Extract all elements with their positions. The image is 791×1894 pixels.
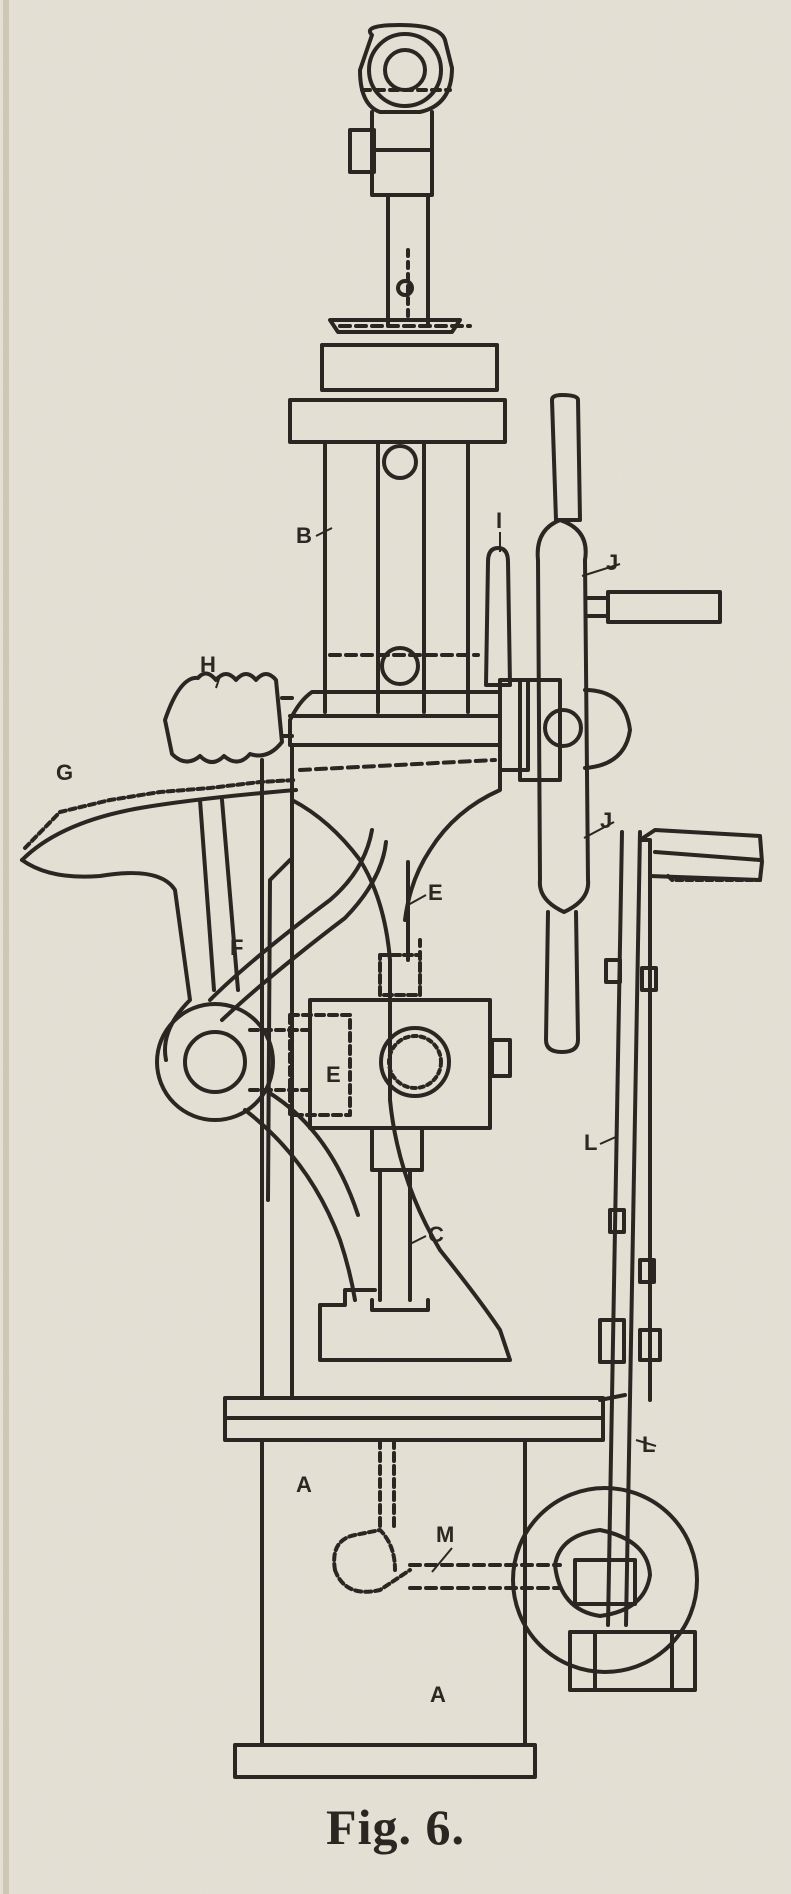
- label-a-lower: A: [430, 1682, 446, 1707]
- label-m: M: [436, 1522, 454, 1547]
- column-body: [260, 758, 512, 1397]
- figure-caption: Fig. 6.: [326, 1799, 465, 1855]
- worm-h: [163, 671, 294, 764]
- lever-f: [155, 828, 388, 1302]
- base: [223, 1396, 605, 1779]
- label-h: H: [200, 652, 216, 677]
- label-g: G: [56, 760, 73, 785]
- leader-lines: [215, 527, 657, 1573]
- drawing-lines: [20, 23, 764, 1779]
- label-e-lower: E: [326, 1062, 341, 1087]
- label-b: B: [296, 523, 312, 548]
- label-c: C: [428, 1222, 444, 1247]
- cam-disc: [511, 1486, 699, 1692]
- label-e-upper: E: [428, 880, 443, 905]
- label-i: I: [496, 508, 502, 533]
- label-a-upper: A: [296, 1472, 312, 1497]
- label-j-upper: J: [606, 550, 618, 575]
- handwheel-j: [518, 393, 722, 1054]
- rod-c: [370, 1168, 430, 1312]
- block-e: [248, 998, 512, 1172]
- label-f: F: [230, 935, 243, 960]
- rod-l: [598, 828, 764, 1627]
- label-l-upper: L: [584, 1130, 597, 1155]
- link-m: [332, 1528, 562, 1594]
- spindle: [288, 193, 507, 714]
- top-eye: [348, 23, 454, 197]
